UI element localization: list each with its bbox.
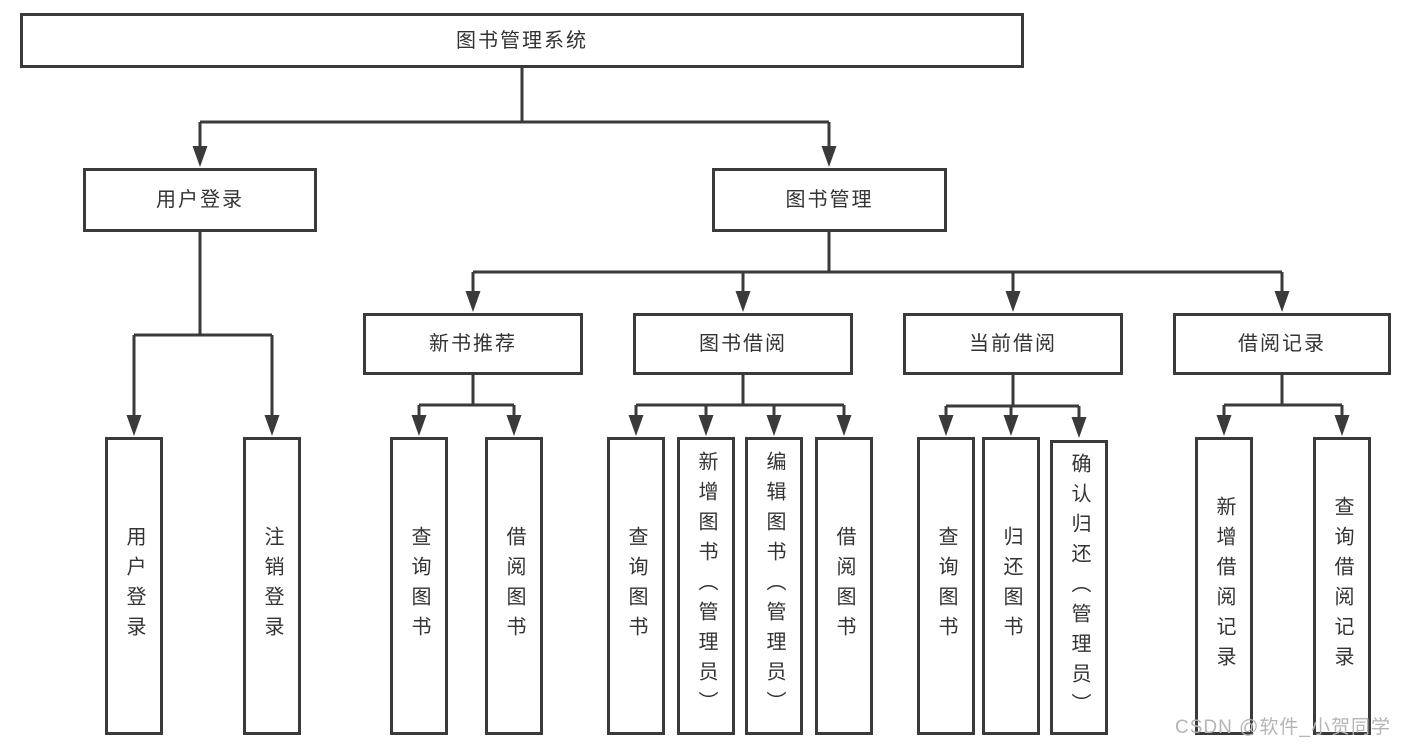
node-borrowing-records: 借阅记录	[1173, 313, 1391, 375]
connector-root-to-level2	[198, 68, 831, 150]
node-current-borrowing: 当前借阅	[903, 313, 1123, 375]
leaf-user-login: 用户登录	[105, 437, 163, 735]
leaf-query-borrow-record: 查询借阅记录	[1313, 437, 1371, 735]
arrow-icon	[836, 415, 852, 436]
arrow-icon	[264, 415, 280, 436]
arrow-icon	[126, 415, 142, 436]
connector-newrec-to-leaves	[417, 375, 516, 418]
arrow-icon	[1216, 415, 1232, 436]
leaf-add-books-admin: 新增图书（管理员）	[677, 437, 735, 735]
arrow-icon	[1071, 417, 1087, 438]
node-book-borrowing: 图书借阅	[633, 313, 853, 375]
leaf-query-books-recommend: 查询图书	[390, 437, 448, 735]
leaf-edit-books-admin: 编辑图书（管理员）	[745, 437, 803, 735]
leaf-add-borrow-record: 新增借阅记录	[1195, 437, 1253, 735]
leaf-borrow-books-borrowing: 借阅图书	[815, 437, 873, 735]
arrow-icon	[628, 415, 644, 436]
leaf-return-books: 归还图书	[982, 437, 1040, 735]
arrow-icon	[938, 415, 954, 436]
leaf-logout: 注销登录	[243, 437, 301, 735]
node-user-login: 用户登录	[83, 168, 317, 232]
arrow-icon	[735, 291, 751, 312]
connector-current-to-leaves	[944, 375, 1081, 418]
arrow-icon	[465, 291, 481, 312]
connector-record-to-leaves	[1222, 375, 1344, 418]
leaf-confirm-return-admin: 确认归还（管理员）	[1050, 440, 1108, 735]
arrow-icon	[1003, 415, 1019, 436]
arrow-icon	[1334, 415, 1350, 436]
node-book-management: 图书管理	[712, 168, 947, 232]
leaf-query-books-current: 查询图书	[917, 437, 975, 735]
arrow-icon	[821, 146, 837, 167]
connector-mgmt-to-level3	[471, 232, 1284, 295]
arrow-icon	[1005, 291, 1021, 312]
leaf-borrow-books-recommend: 借阅图书	[485, 437, 543, 735]
arrow-icon	[411, 415, 427, 436]
connector-login-to-leaves	[132, 232, 274, 418]
arrow-icon	[506, 415, 522, 436]
arrow-icon	[192, 146, 208, 167]
leaf-query-books-borrowing: 查询图书	[607, 437, 665, 735]
node-new-book-recommendation: 新书推荐	[363, 313, 583, 375]
arrow-icon	[698, 415, 714, 436]
arrow-icon	[1274, 291, 1290, 312]
connector-borrow-to-leaves	[634, 375, 846, 418]
csdn-watermark: CSDN @软件_小贺同学	[1175, 717, 1391, 738]
arrow-icon	[766, 415, 782, 436]
node-book-management-system: 图书管理系统	[20, 13, 1024, 68]
